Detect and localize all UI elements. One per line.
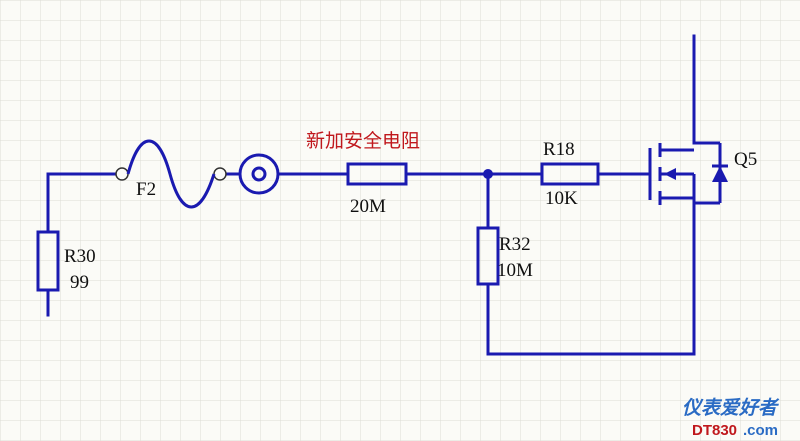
wires bbox=[46, 34, 696, 356]
q5-body-arrow bbox=[664, 168, 676, 180]
r18-value-label: 10K bbox=[545, 188, 578, 209]
bead-inner-ring bbox=[251, 166, 267, 182]
safety-resistor bbox=[346, 162, 408, 186]
fuse-wave bbox=[126, 139, 216, 209]
watermark-chinese: 仪表爱好者 bbox=[682, 397, 780, 419]
fuse-left-terminal bbox=[115, 167, 129, 181]
r30-value-label: 99 bbox=[70, 272, 89, 293]
r18-ref-label: R18 bbox=[543, 139, 575, 160]
fuse-right-terminal bbox=[213, 167, 227, 181]
r18-resistor bbox=[540, 162, 600, 186]
q5-mosfet bbox=[636, 141, 728, 205]
r32-resistor bbox=[476, 226, 500, 286]
watermark-site-suffix: .com bbox=[743, 422, 778, 439]
r30-ref-label: R30 bbox=[64, 246, 96, 267]
watermark-site-prefix: DT830 bbox=[692, 422, 737, 439]
junction-dot bbox=[483, 169, 493, 179]
q5-diode-triangle bbox=[712, 166, 728, 182]
bead-outer-ring bbox=[238, 153, 280, 195]
q5-ref-label: Q5 bbox=[734, 149, 757, 170]
safety-resistor-value: 20M bbox=[350, 196, 386, 217]
f2-ref-label: F2 bbox=[136, 179, 156, 200]
r32-value-label: 10M bbox=[497, 260, 533, 281]
r32-ref-label: R32 bbox=[499, 234, 531, 255]
safety-resistor-note: 新加安全电阻 bbox=[306, 130, 420, 152]
r30-resistor bbox=[36, 230, 60, 292]
